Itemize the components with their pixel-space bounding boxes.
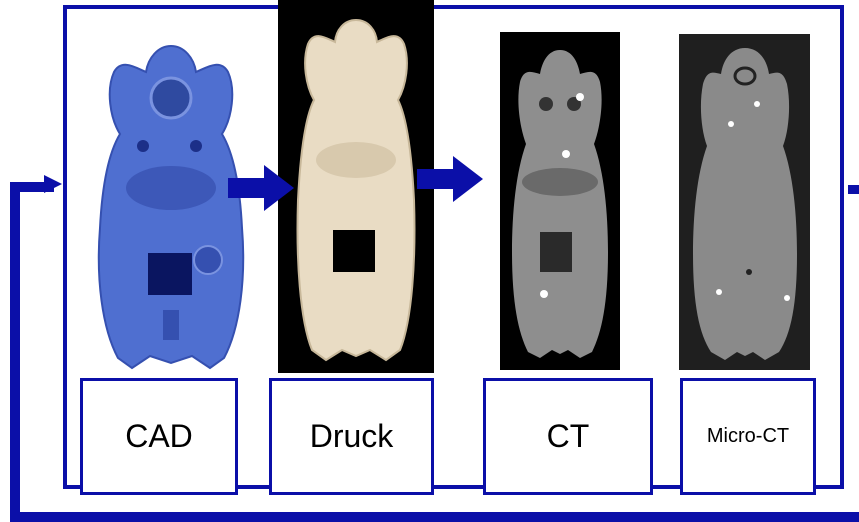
stage-label-text: Micro-CT: [707, 425, 789, 448]
stage-label-cad: CAD: [80, 378, 238, 495]
ct-scan-image: [500, 32, 620, 370]
stage-label-text: Druck: [310, 418, 394, 455]
feedback-loop-left-line: [10, 182, 20, 522]
stage-label-text: CAD: [125, 418, 193, 455]
stage-label-text: CT: [547, 418, 590, 455]
stage-label-micro-ct: Micro-CT: [680, 378, 816, 495]
stage-label-ct: CT: [483, 378, 653, 495]
arrow-right-icon: [228, 165, 298, 211]
stage-label-druck: Druck: [269, 378, 434, 495]
feedback-loop-right-stub: [848, 185, 859, 194]
feedback-loop-bottom-line: [10, 512, 859, 522]
micro-ct-scan-image: [679, 34, 810, 370]
arrow-right-icon: [417, 156, 487, 202]
druck-print-image: [278, 0, 434, 373]
feedback-arrow-head-icon: [44, 175, 62, 193]
